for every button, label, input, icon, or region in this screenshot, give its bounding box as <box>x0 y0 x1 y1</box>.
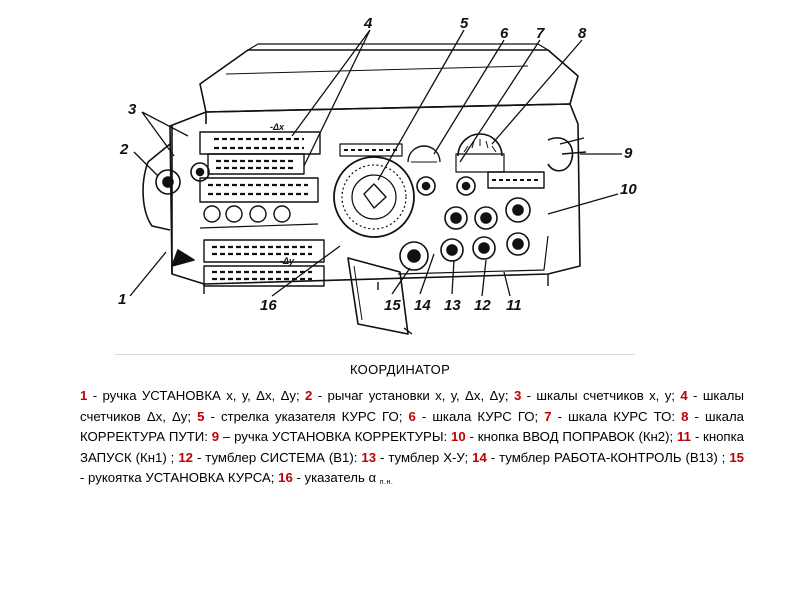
callout-9: 9 <box>624 145 633 162</box>
legend-text-13: - тумблер Х-У; <box>376 449 473 465</box>
dx-panel-mark: -Δx <box>270 122 285 132</box>
figure-caption: КООРДИНАТОР <box>349 362 451 377</box>
legend-num-11: 11 <box>677 429 691 445</box>
callout-15: 15 <box>384 297 401 314</box>
legend-num-14: 14 <box>472 449 487 465</box>
callout-14: 14 <box>414 297 431 314</box>
legend-text-12: - тумблер СИСТЕМА (В1): <box>192 449 362 465</box>
callout-3: 3 <box>128 101 137 118</box>
legend-num-16: 16 <box>278 470 293 486</box>
legend-num-7: 7 <box>544 408 552 424</box>
coordinator-illustration: 1 2 3 4 5 6 7 8 9 10 11 12 13 14 15 16 -… <box>118 15 637 335</box>
legend-num-12: 12 <box>178 449 193 465</box>
legend-text-14: - тумблер РАБОТА-КОНТРОЛЬ (В13) ; <box>486 449 730 465</box>
callout-11: 11 <box>506 297 522 314</box>
legend-num-13: 13 <box>361 449 377 465</box>
callout-4: 4 <box>363 15 373 32</box>
coordinator-drawing: 1 2 3 4 5 6 7 8 9 10 11 12 13 14 15 16 -… <box>108 4 648 344</box>
legend-text-8: - шкала КОРРЕКТУРА ПУТИ: <box>80 408 744 445</box>
legend-text-16: - указатель α <box>292 470 380 486</box>
legend-text-11: - кнопка ЗАПУСК (Кн1) ; <box>80 429 744 465</box>
legend-text-3: - шкалы счетчиков х, у; <box>521 388 681 403</box>
callout-8: 8 <box>578 25 587 42</box>
legend-text-9: – ручка УСТАНОВКА КОРРЕКТУРЫ: <box>219 429 451 445</box>
callout-2: 2 <box>119 141 129 158</box>
legend-num-8: 8 <box>681 408 689 424</box>
legend-subscript: п.н. <box>379 479 394 487</box>
legend-text-6: - шкала КУРС ГО; <box>415 408 545 424</box>
dy-panel-mark: -Δy <box>280 256 295 266</box>
legend-text-10: - кнопка ВВОД ПОПРАВОК (Кн2); <box>465 429 678 445</box>
callout-7: 7 <box>536 25 545 42</box>
legend-num-15: 15 <box>729 449 744 465</box>
callout-1: 1 <box>118 291 126 308</box>
legend-text-1: - ручка УСТАНОВКА х, у, Δх, Δу; <box>87 388 306 403</box>
legend-num-1: 1 <box>80 388 88 403</box>
legend-text-4: - шкалы счетчиков Δх, Δу; <box>80 388 744 424</box>
legend-num-3: 3 <box>513 388 522 403</box>
legend-text: 1 - ручка УСТАНОВКА х, у, Δх, Δу; 2 - ры… <box>80 386 744 494</box>
callout-6: 6 <box>500 25 509 42</box>
legend-num-4: 4 <box>680 388 688 403</box>
callout-5: 5 <box>460 15 469 32</box>
legend-text-2: - рычаг установки х, у, Δх, Δу; <box>312 388 514 403</box>
legend-text-5: - стрелка указателя КУРС ГО; <box>204 408 409 424</box>
caption-divider <box>115 354 635 355</box>
callout-13: 13 <box>444 297 461 314</box>
callout-10: 10 <box>620 181 637 198</box>
legend-num-2: 2 <box>305 388 313 403</box>
legend-num-6: 6 <box>408 408 416 424</box>
legend-text-7: - шкала КУРС ТО: <box>551 408 682 424</box>
legend-num-10: 10 <box>451 429 466 445</box>
callout-12: 12 <box>474 297 491 314</box>
legend-num-9: 9 <box>211 429 220 445</box>
legend-num-5: 5 <box>197 408 205 424</box>
legend-text-15: - рукоятка УСТАНОВКА КУРСА; <box>80 470 279 486</box>
callout-16: 16 <box>260 297 277 314</box>
